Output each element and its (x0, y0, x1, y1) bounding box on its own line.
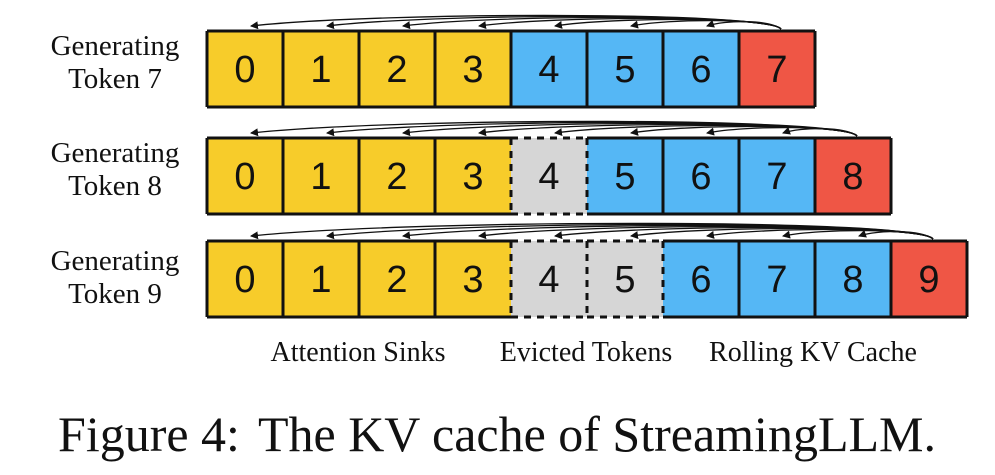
token-number: 1 (310, 156, 331, 198)
token-number: 5 (614, 259, 635, 301)
token-number: 0 (234, 156, 255, 198)
token-row-8: 0 1 2 3 4 5 6 7 8 (205, 120, 893, 216)
token-number: 4 (538, 259, 559, 301)
token-number: 3 (462, 156, 483, 198)
attention-arrow (706, 19, 782, 30)
token-number: 2 (386, 259, 407, 301)
token-number: 1 (310, 49, 331, 91)
token-cell-current (891, 241, 967, 317)
token-number: 0 (234, 259, 255, 301)
token-number: 2 (386, 49, 407, 91)
token-number: 6 (690, 156, 711, 198)
token-cell-evicted (511, 138, 587, 214)
token-number: 5 (614, 49, 635, 91)
token-cell-rolling (587, 31, 663, 107)
token-cell-rolling (739, 241, 815, 317)
token-number: 0 (234, 49, 255, 91)
token-number: 1 (310, 259, 331, 301)
token-cell-rolling (663, 241, 739, 317)
token-cell-rolling (663, 138, 739, 214)
token-cell-evicted (511, 241, 587, 317)
token-cell-sink (207, 138, 283, 214)
token-cell-rolling (815, 241, 891, 317)
token-number: 5 (614, 156, 635, 198)
token-row-7: 0 1 2 3 4 5 6 7 (205, 14, 817, 109)
token-number: 8 (842, 259, 863, 301)
row-label-token-8-line2: Token 8 (68, 170, 162, 202)
token-cell-sink (283, 241, 359, 317)
token-cell-rolling (663, 31, 739, 107)
token-number: 3 (462, 49, 483, 91)
token-number: 7 (766, 49, 787, 91)
token-cell-current (739, 31, 815, 107)
token-cell-rolling (739, 138, 815, 214)
token-number: 7 (766, 156, 787, 198)
token-cell-sink (207, 31, 283, 107)
row-label-token-9-line2: Token 9 (68, 278, 162, 310)
row-label-token-7-line1: Generating (51, 30, 180, 62)
token-cell-sink (435, 138, 511, 214)
legend-rolling-kv-cache: Rolling KV Cache (709, 337, 917, 368)
token-cell-sink (359, 31, 435, 107)
legend-attention-sinks: Attention Sinks (270, 337, 445, 368)
figure-caption: Figure 4: The KV cache of StreamingLLM. (58, 406, 936, 462)
token-cell-sink (435, 241, 511, 317)
attention-arrow (250, 120, 858, 137)
token-number: 7 (766, 259, 787, 301)
token-row-9: 0 1 2 3 4 5 6 7 8 9 (205, 222, 969, 319)
token-cell-rolling (511, 31, 587, 107)
legend-evicted-tokens: Evicted Tokens (500, 337, 672, 368)
row-label-token-7-line2: Token 7 (68, 63, 162, 95)
row-label-token-9-line1: Generating (51, 245, 180, 277)
token-number: 2 (386, 156, 407, 198)
token-number: 6 (690, 259, 711, 301)
token-cell-sink (283, 138, 359, 214)
token-number: 4 (538, 49, 559, 91)
token-cell-sink (283, 31, 359, 107)
attention-arrow (782, 126, 858, 137)
attention-arrow (858, 229, 934, 240)
token-cell-sink (207, 241, 283, 317)
caption-prefix: Figure 4: (58, 406, 240, 462)
row-label-token-8-line1: Generating (51, 137, 180, 169)
token-cell-current (815, 138, 891, 214)
token-number: 4 (538, 156, 559, 198)
token-cell-sink (359, 241, 435, 317)
token-cell-sink (435, 31, 511, 107)
token-number: 6 (690, 49, 711, 91)
token-cell-evicted (587, 241, 663, 317)
token-number: 3 (462, 259, 483, 301)
token-number: 9 (918, 259, 939, 301)
token-number: 8 (842, 156, 863, 198)
token-cell-sink (359, 138, 435, 214)
caption-text: The KV cache of StreamingLLM. (258, 406, 936, 462)
token-cell-rolling (587, 138, 663, 214)
